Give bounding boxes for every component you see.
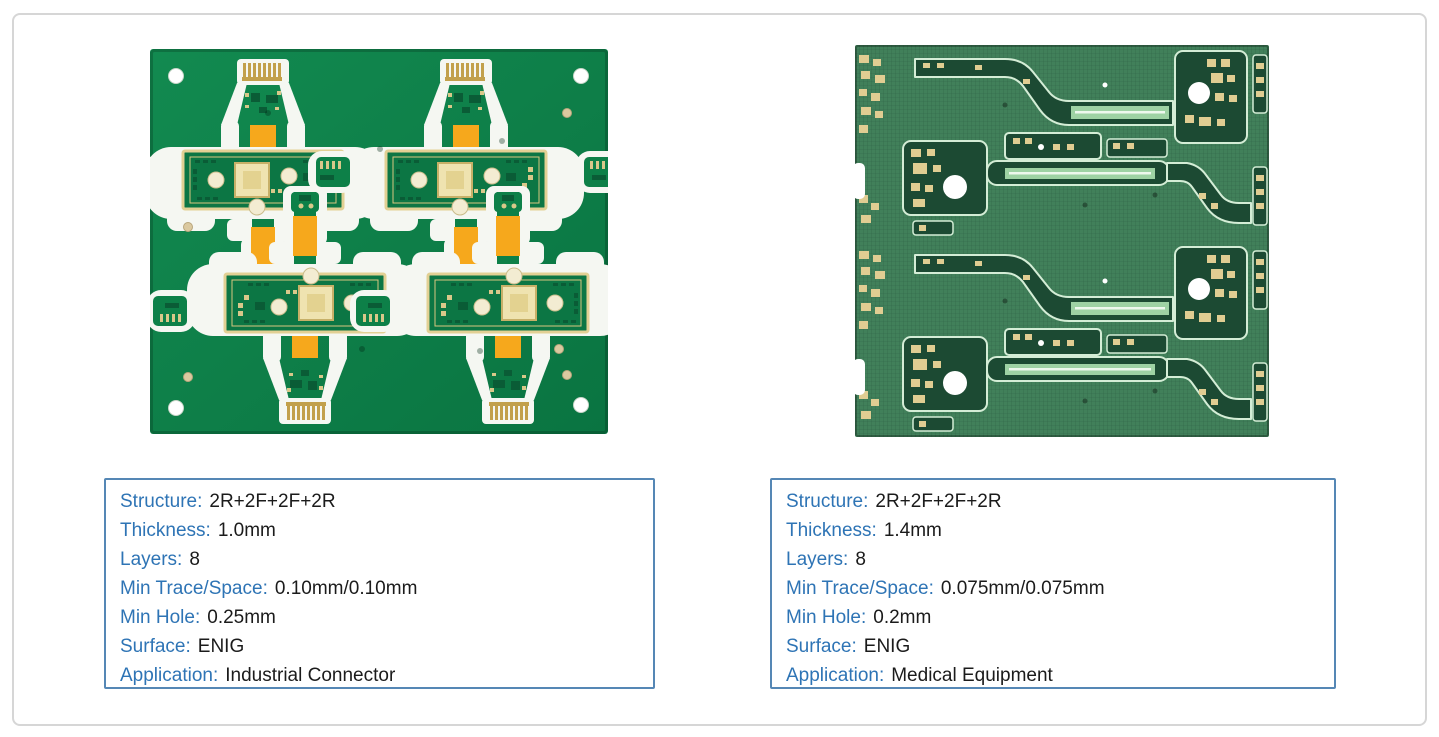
spec-value: Medical Equipment	[891, 665, 1053, 686]
spec-label: Thickness:	[120, 520, 211, 541]
spec-row-structure: Structure: 2R+2F+2F+2R	[120, 487, 643, 516]
spec-row-application: Application: Medical Equipment	[786, 661, 1324, 690]
left-spec-box: Structure: 2R+2F+2F+2R Thickness: 1.0mm La…	[104, 478, 655, 689]
spec-label: Application:	[786, 665, 885, 686]
spec-value: 2R+2F+2F+2R	[209, 491, 336, 512]
spec-row-min-trace-space: Min Trace/Space: 0.075mm/0.075mm	[786, 574, 1324, 603]
spec-value: 1.4mm	[883, 520, 942, 541]
spec-label: Structure:	[786, 491, 869, 512]
spec-row-min-trace-space: Min Trace/Space: 0.10mm/0.10mm	[120, 574, 643, 603]
mounting-holes	[168, 68, 589, 416]
spec-value: ENIG	[863, 636, 911, 657]
spec-value: 1.0mm	[217, 520, 276, 541]
spec-label: Layers:	[786, 549, 849, 570]
spec-row-layers: Layers: 8	[786, 545, 1324, 574]
spec-row-thickness: Thickness: 1.4mm	[786, 516, 1324, 545]
left-pcb-image	[150, 49, 608, 434]
spec-row-application: Application: Industrial Connector	[120, 661, 643, 690]
spec-label: Min Trace/Space:	[120, 578, 268, 599]
spec-row-min-hole: Min Hole: 0.25mm	[120, 603, 643, 632]
spec-value: 8	[189, 549, 200, 570]
spec-value: 0.10mm/0.10mm	[274, 578, 418, 599]
spec-label: Thickness:	[786, 520, 877, 541]
spec-row-surface: Surface: ENIG	[786, 632, 1324, 661]
spec-value: 8	[855, 549, 866, 570]
spec-label: Surface:	[786, 636, 857, 657]
spec-label: Min Hole:	[786, 607, 867, 628]
spec-label: Layers:	[120, 549, 183, 570]
spec-row-structure: Structure: 2R+2F+2F+2R	[786, 487, 1324, 516]
via-pads	[183, 108, 572, 382]
right-spec-box: Structure: 2R+2F+2F+2R Thickness: 1.4mm La…	[770, 478, 1336, 689]
spec-label: Min Hole:	[120, 607, 201, 628]
spec-label: Min Trace/Space:	[786, 578, 934, 599]
spec-value: 0.25mm	[207, 607, 276, 628]
spec-label: Structure:	[120, 491, 203, 512]
spec-row-min-hole: Min Hole: 0.2mm	[786, 603, 1324, 632]
right-pcb-svg	[855, 45, 1269, 437]
left-pcb-svg	[150, 49, 608, 434]
spec-label: Surface:	[120, 636, 191, 657]
spec-label: Application:	[120, 665, 219, 686]
spec-value: ENIG	[197, 636, 245, 657]
spec-value: Industrial Connector	[225, 665, 396, 686]
spec-row-thickness: Thickness: 1.0mm	[120, 516, 643, 545]
spec-row-layers: Layers: 8	[120, 545, 643, 574]
spec-value: 0.075mm/0.075mm	[940, 578, 1105, 599]
spec-value: 2R+2F+2F+2R	[875, 491, 1002, 512]
spec-value: 0.2mm	[873, 607, 932, 628]
right-pcb-image	[855, 45, 1269, 437]
spec-row-surface: Surface: ENIG	[120, 632, 643, 661]
